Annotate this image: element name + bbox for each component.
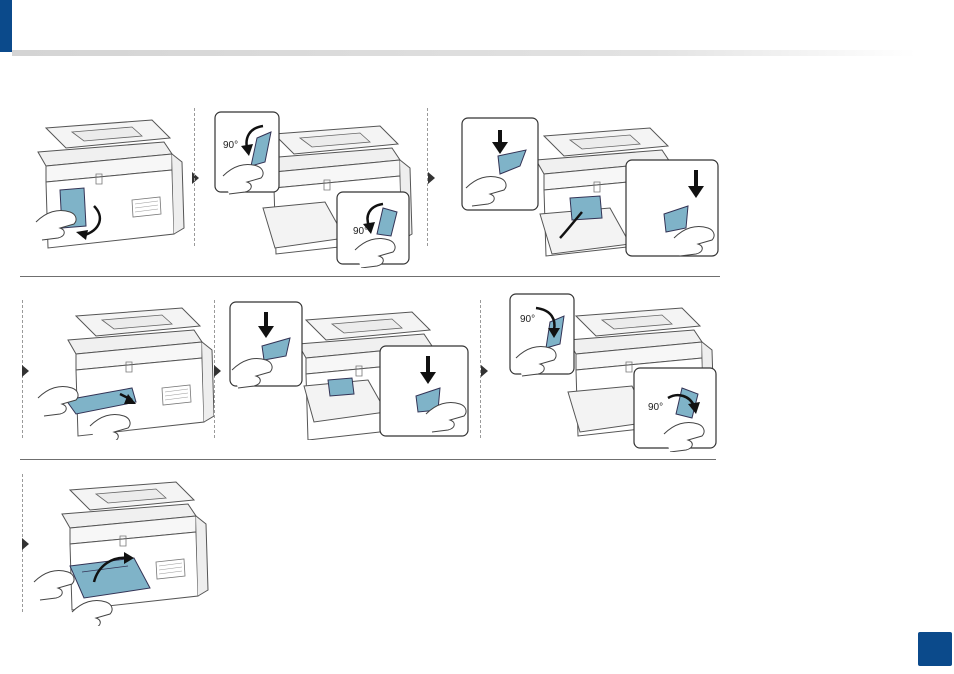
step-1-illustration — [32, 108, 192, 258]
step-7-illustration — [32, 470, 210, 626]
page-number-badge — [918, 632, 952, 666]
header-rule — [12, 50, 916, 56]
header-accent-bar — [0, 0, 12, 52]
angle-label: 90° — [520, 314, 535, 325]
row-divider — [20, 276, 720, 277]
step-5-illustration — [228, 300, 472, 440]
step-3-illustration — [460, 116, 722, 260]
step-2-illustration: 90° 90° — [205, 108, 415, 268]
angle-label: 90° — [648, 402, 663, 413]
page-number — [918, 632, 952, 666]
step-4-illustration — [36, 296, 214, 440]
step-4-arrow-icon — [22, 365, 29, 377]
step-3-arrow-icon — [428, 172, 435, 184]
angle-label: 90° — [223, 140, 238, 151]
step-6-illustration: 90° 90° — [508, 292, 720, 452]
step-5-arrow-icon — [214, 365, 221, 377]
angle-label: 90° — [353, 226, 368, 237]
step-separator — [194, 108, 195, 246]
row-divider — [20, 459, 716, 460]
step-7-arrow-icon — [22, 538, 29, 550]
step-6-arrow-icon — [481, 365, 488, 377]
